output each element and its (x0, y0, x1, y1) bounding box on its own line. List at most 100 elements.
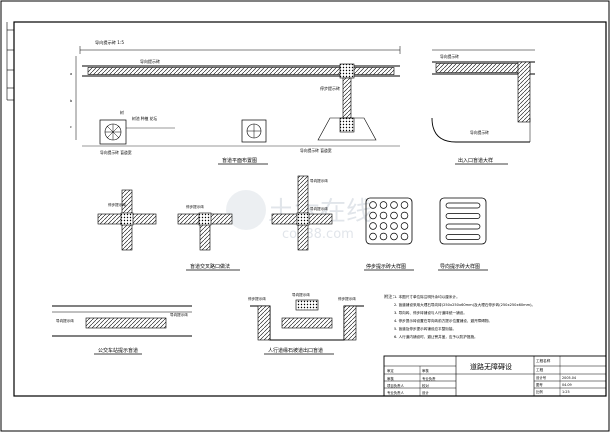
project-label: 工程名称 (536, 358, 551, 363)
stop-tile-dot (390, 201, 398, 209)
stop-block (120, 212, 134, 226)
svg-text:b: b (70, 99, 73, 103)
crossing-left-label: 停步提示砖 (248, 296, 266, 301)
plan-stop-block (339, 63, 355, 79)
title-block-text: 工程名称 工程 道路无障碍设 审定 审核 审核 专业负责 项目负责人 校对 专业… (387, 358, 576, 395)
note-line: 3. 导向砖、停步砖铺设与人行道砖统一铺设。 (394, 310, 467, 315)
plan-view: 导向提示砖 1:5 a b c 导向提示砖 停步提示砖 树 树池 种植 花坛 (70, 39, 401, 165)
stop-tile-dot (400, 232, 409, 241)
entrance-detail: 导向提示砖 导向提示砖 出入口盲道大样 (431, 49, 535, 165)
stop-block (198, 212, 212, 226)
cross-label-b: 停步提示砖 (186, 204, 204, 209)
crossing-exit-detail: 停步提示砖 导向提示砖 停步提示砖 人行道缘石坡道出口盲道 (248, 292, 364, 355)
crossing-right-label: 停步提示砖 (338, 296, 356, 301)
guide-tile-caption: 导向提示砖大样图 (440, 263, 480, 270)
stop-tile-dot (390, 211, 398, 220)
project-value: 工程 (536, 367, 544, 372)
sheet-inner-border (13, 21, 607, 397)
svg-text:1:25: 1:25 (562, 390, 570, 394)
svg-text:设计: 设计 (422, 390, 429, 395)
notes-block: 附注： 1. 本图尺寸单位除注明外余均以厘米计。 2. 盲道铺设采用大理石导向砖… (384, 293, 535, 339)
cross-detail-1: 停步提示砖 (97, 189, 157, 251)
stop-tile-dot (379, 232, 388, 241)
svg-text:04.09: 04.09 (562, 383, 572, 387)
stop-tile-dot (379, 222, 388, 230)
svg-text:图号: 图号 (536, 382, 543, 387)
drawing-title: 道路无障碍设 (470, 362, 512, 371)
entrance-guide-strip (435, 63, 531, 73)
tree-pit-left (99, 119, 127, 145)
cross-detail-3: 导向提示砖 导向提示砖 (271, 175, 333, 251)
svg-text:审核: 审核 (387, 376, 394, 381)
svg-text:2005.04: 2005.04 (562, 376, 576, 380)
tree-pit-right (241, 119, 267, 143)
svg-text:校对: 校对 (422, 383, 429, 388)
bus-right-label: 导向提示砖 (170, 312, 188, 317)
svg-text:a: a (70, 72, 72, 76)
notes-title: 附注： (384, 293, 397, 300)
guide-tile-bar (445, 223, 481, 230)
svg-text:设计号: 设计号 (536, 375, 547, 380)
svg-text:c: c (70, 125, 72, 129)
svg-text:审定: 审定 (387, 368, 394, 373)
note-line: 4. 停步提示砖设置在导向砖前方提示位置铺设，避开障碍物。 (394, 318, 492, 323)
bus-stop-detail: 导向提示砖 导向提示砖 公交车站提示盲道 (52, 305, 192, 355)
plan-left-bottom-label: 导向提示砖 盲道宽 (100, 150, 132, 155)
svg-text:co188.com: co188.com (282, 227, 354, 242)
note-line: 2. 盲道铺设采用大理石导向砖(250x250x60mm)及大理石停步砖(250… (394, 302, 535, 307)
plan-top-label: 导向提示砖 1:5 (95, 39, 124, 46)
guide-tile-bar (445, 234, 481, 240)
binding-strip (6, 22, 14, 101)
stop-tile-dot (390, 222, 398, 230)
stop-tile-detail: 停步提示砖大样图 (364, 197, 414, 271)
guide-tile-detail: 导向提示砖大样图 (438, 197, 488, 271)
stop-block (295, 299, 319, 311)
guide-tile-bar (445, 213, 481, 219)
bus-stop-caption: 公交车站提示盲道 (98, 347, 138, 354)
stop-tile-dot (400, 201, 409, 209)
entrance-bottom-label: 导向提示砖 (470, 130, 489, 135)
plan-branch-strip (342, 77, 352, 119)
svg-text:专业负责: 专业负责 (422, 376, 436, 381)
stop-tile-dot (369, 211, 377, 220)
bus-guide-strip (85, 317, 167, 329)
stop-tile-dot (369, 201, 377, 209)
plan-guide-strip (87, 67, 395, 75)
crossing-caption: 人行道缘石坡道出口盲道 (268, 347, 323, 354)
cross-label-d: 导向提示砖 (310, 206, 328, 211)
stop-tile-dot (369, 232, 377, 241)
stop-tile-dot (400, 222, 409, 230)
plan-view-caption: 盲道平面布置图 (222, 157, 257, 164)
title-block (383, 355, 607, 397)
crossing-center-label: 导向提示砖 (292, 292, 310, 297)
svg-text:项目负责人: 项目负责人 (387, 383, 405, 388)
guide-tile-bar (445, 202, 481, 209)
svg-text:审核: 审核 (422, 368, 429, 373)
note-line: 6. 人行道内铺设时，避让窨井盖，应予以防护措施。 (394, 334, 478, 339)
plan-stop-label: 停步提示砖 (320, 85, 340, 91)
entrance-top-label: 导向提示砖 (440, 54, 459, 59)
note-line: 5. 盲道及停步提示砖铺设应平整衔接。 (394, 326, 456, 331)
plan-tree-note: 树池 种植 花坛 (132, 116, 157, 121)
plan-tree-label: 树 (120, 110, 124, 115)
stop-tile-caption: 停步提示砖大样图 (366, 263, 406, 270)
cross-caption: 盲道交叉路口做法 (190, 263, 230, 270)
cross-label-a: 停步提示砖 (108, 202, 126, 207)
cross-detail-2: 停步提示砖 (177, 204, 233, 251)
stop-tile-dot (369, 222, 377, 230)
svg-text:比例: 比例 (536, 389, 543, 394)
entrance-caption: 出入口盲道大样 (458, 157, 493, 164)
plan-right-bottom-label: 导向提示砖 盲道宽 (300, 148, 332, 153)
cross-label-c: 导向提示砖 (310, 178, 328, 183)
stop-tile-dot (379, 201, 388, 209)
svg-text:专业负责人: 专业负责人 (387, 390, 405, 395)
stop-tile-dot (379, 211, 388, 220)
stop-block (296, 212, 310, 226)
bus-left-label: 导向提示砖 (56, 318, 74, 323)
note-line: 1. 本图尺寸单位除注明外余均以厘米计。 (394, 294, 460, 299)
stop-tile-dot (400, 211, 409, 220)
stop-tile-dot (390, 232, 398, 241)
plan-guide-label: 导向提示砖 (140, 58, 160, 64)
